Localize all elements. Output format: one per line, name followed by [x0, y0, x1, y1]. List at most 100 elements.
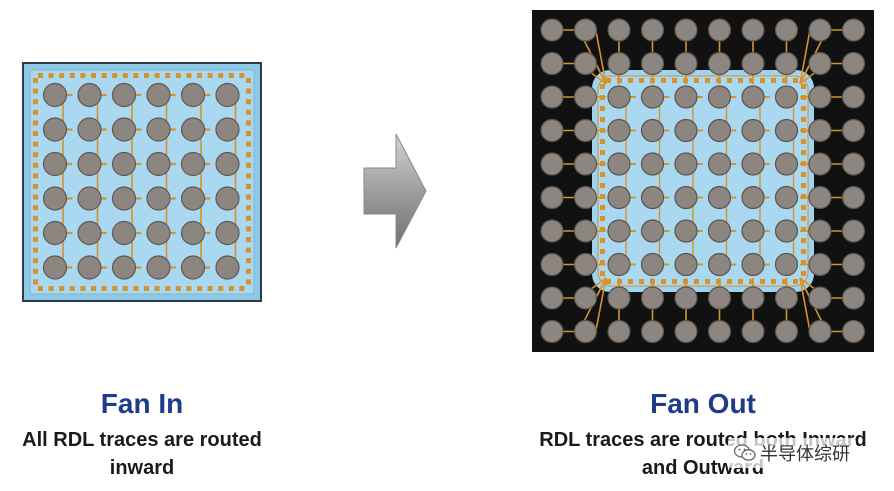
- die-pad: [600, 84, 605, 89]
- die-pad: [716, 78, 721, 83]
- solder-bump: [607, 85, 631, 109]
- solder-bump: [640, 319, 665, 344]
- die-pad: [749, 78, 754, 83]
- solder-bump: [540, 319, 564, 344]
- edge-pad: [246, 141, 251, 147]
- edge-pad: [33, 205, 38, 211]
- die-pad: [801, 150, 806, 155]
- solder-bump: [674, 286, 698, 310]
- solder-bump: [774, 118, 799, 143]
- watermark-text: 半导体综研: [760, 444, 850, 465]
- solder-bump: [774, 152, 799, 176]
- die-pad: [716, 279, 721, 284]
- solder-bump: [146, 220, 171, 246]
- solder-bump: [215, 186, 240, 211]
- die-pad: [727, 78, 732, 83]
- solder-bump: [607, 118, 631, 143]
- solder-bump: [674, 219, 698, 243]
- solder-bump: [607, 152, 631, 176]
- die-pad: [705, 279, 710, 284]
- edge-pad: [207, 73, 213, 78]
- edge-pad: [246, 279, 251, 285]
- solder-bump: [741, 219, 765, 243]
- edge-pad: [33, 184, 38, 189]
- solder-bump: [573, 319, 598, 344]
- die-pad: [801, 249, 806, 254]
- edge-pad: [38, 73, 43, 78]
- edge-pad: [246, 88, 251, 94]
- solder-bump: [573, 152, 598, 176]
- die-pad: [760, 279, 765, 284]
- solder-bump: [774, 185, 799, 210]
- edge-pad: [165, 286, 171, 291]
- edge-pad: [69, 286, 75, 291]
- solder-bump: [707, 286, 732, 310]
- solder-bump: [808, 85, 832, 109]
- edge-pad: [197, 286, 202, 291]
- solder-bump: [111, 82, 137, 108]
- solder-bump: [42, 117, 68, 142]
- die-pad: [694, 279, 699, 284]
- edge-pad: [69, 73, 75, 78]
- edge-pad: [186, 286, 192, 291]
- die-pad: [600, 238, 605, 243]
- edge-pad: [246, 162, 251, 168]
- solder-bump: [841, 18, 866, 42]
- die-pad: [801, 216, 806, 221]
- edge-pad: [33, 162, 38, 168]
- edge-pad: [33, 141, 38, 147]
- die-pad: [639, 279, 644, 284]
- die-pad: [606, 279, 611, 284]
- solder-bump: [774, 319, 799, 344]
- solder-bump: [841, 118, 866, 143]
- die-pad: [661, 279, 666, 284]
- edge-pad: [33, 78, 38, 83]
- die-pad: [600, 106, 605, 111]
- solder-bump: [808, 219, 832, 243]
- edge-pad: [239, 73, 245, 78]
- die-pad: [771, 78, 776, 83]
- watermark: 半导体综研: [728, 438, 856, 468]
- solder-bump: [808, 51, 832, 76]
- solder-bump: [674, 51, 698, 76]
- edge-pad: [246, 268, 251, 274]
- solder-bump: [573, 85, 598, 109]
- solder-bump: [540, 18, 564, 42]
- edge-pad: [246, 184, 251, 189]
- die-pad: [801, 194, 806, 199]
- edge-pad: [33, 109, 38, 115]
- edge-pad: [80, 286, 86, 291]
- die-pad: [600, 139, 605, 144]
- solder-bump: [741, 85, 765, 109]
- solder-bump: [573, 286, 598, 310]
- die-pad: [628, 78, 633, 83]
- solder-bump: [42, 255, 68, 280]
- solder-bump: [741, 319, 765, 344]
- solder-bump: [741, 185, 765, 210]
- solder-bump: [215, 220, 240, 246]
- edge-pad: [246, 194, 251, 200]
- solder-bump: [841, 152, 866, 176]
- solder-bump: [841, 51, 866, 76]
- edge-pad: [246, 247, 251, 253]
- edge-pad: [246, 109, 251, 115]
- die-pad: [600, 260, 605, 265]
- die-pad: [738, 78, 743, 83]
- die-pad: [801, 227, 806, 232]
- solder-bump: [573, 252, 598, 277]
- edge-pad: [33, 215, 38, 221]
- edge-pad: [33, 268, 38, 274]
- die-pad: [793, 78, 798, 83]
- die-pad: [801, 260, 806, 265]
- edge-pad: [33, 173, 38, 179]
- solder-bump: [180, 82, 206, 108]
- edge-pad: [246, 173, 251, 179]
- solder-bump: [640, 185, 665, 210]
- right-arrow-icon: [363, 133, 427, 249]
- solder-bump: [808, 118, 832, 143]
- edge-pad: [33, 131, 38, 136]
- solder-bump: [674, 85, 698, 109]
- die-pad: [661, 78, 666, 83]
- edge-pad: [33, 152, 38, 158]
- fan-out-title: Fan Out: [650, 388, 756, 419]
